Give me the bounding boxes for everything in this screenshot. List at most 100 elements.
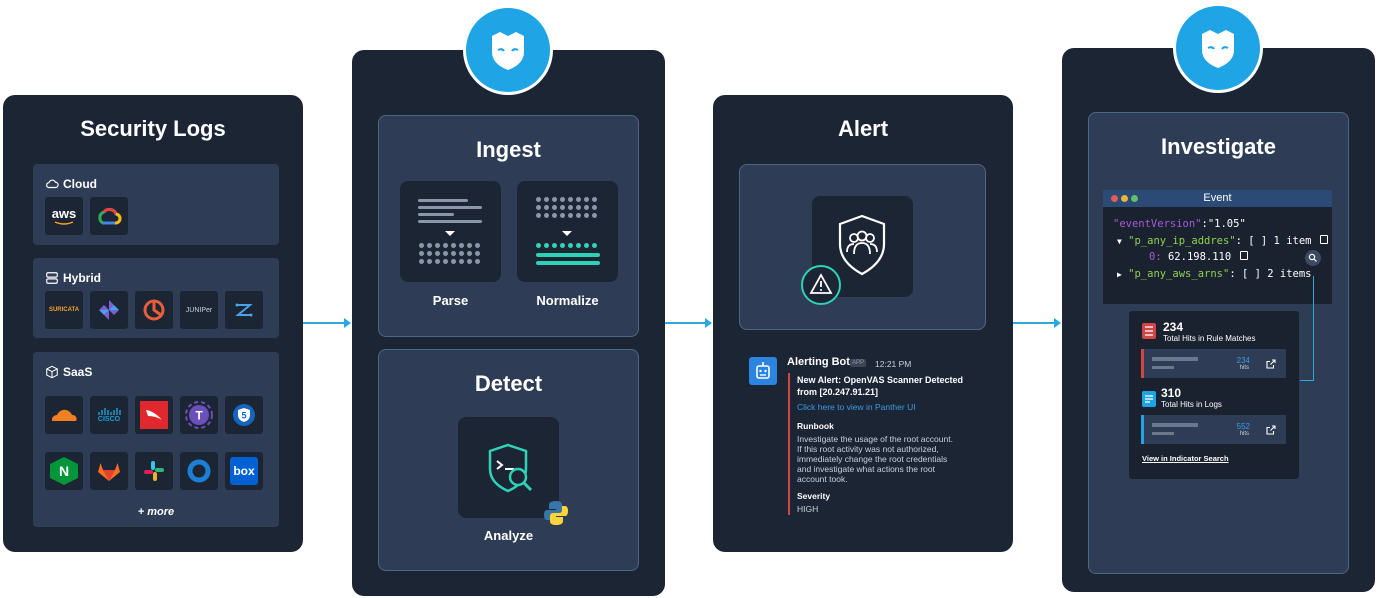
flow-arrow-alert-to-investigate bbox=[1013, 318, 1061, 328]
view-in-panther-link[interactable]: Click here to view in Panther UI bbox=[797, 402, 916, 412]
shield-5-logo: 5 bbox=[225, 396, 263, 434]
slack-logo bbox=[135, 452, 173, 490]
ingest-card: Ingest Parse bbox=[378, 115, 639, 337]
flow-arrow-logs-to-ingest bbox=[303, 318, 351, 328]
collapse-caret-icon[interactable]: ▶ bbox=[1117, 270, 1122, 279]
cisco-logo: CISCO bbox=[90, 396, 128, 434]
investigate-title: Investigate bbox=[1161, 134, 1276, 159]
parse-illustration bbox=[400, 181, 501, 282]
rule-hits-number: 234 bbox=[1236, 356, 1250, 365]
normalize-dot-grid bbox=[536, 197, 597, 218]
hybrid-group-label: Hybrid bbox=[63, 271, 102, 285]
pinwheel-logo bbox=[90, 291, 128, 329]
external-link-icon[interactable] bbox=[1266, 425, 1276, 435]
detect-title: Detect bbox=[474, 371, 543, 396]
maximize-dot bbox=[1131, 195, 1138, 202]
nginx-logo-text: N bbox=[58, 463, 70, 479]
aws-logo-text: aws bbox=[51, 206, 77, 221]
shield-logo bbox=[135, 291, 173, 329]
juniper-logo: JUNIPer bbox=[180, 291, 218, 329]
security-logs-panel: Security Logs Cloud aws Hybrid SURICATA … bbox=[3, 95, 303, 552]
close-dot bbox=[1111, 195, 1118, 202]
log-hits-count: 310 bbox=[1161, 386, 1182, 400]
python-logo bbox=[544, 501, 568, 525]
more-sources-label: + more bbox=[137, 506, 175, 518]
runbook-line-5: account took. bbox=[797, 474, 848, 484]
svg-text:5: 5 bbox=[241, 411, 246, 421]
cloudflare-logo bbox=[45, 396, 83, 434]
detect-card: Detect Analyze bbox=[378, 349, 639, 571]
rule-hits-count: 234 bbox=[1163, 320, 1184, 334]
alert-title: Alert bbox=[837, 116, 889, 141]
app-badge: APP bbox=[850, 359, 867, 367]
security-logs-title: Security Logs bbox=[80, 116, 226, 141]
search-connector-h bbox=[1300, 380, 1314, 381]
event-window: Event "eventVersion":"1.05" ▼ "p_any_ip_… bbox=[1103, 190, 1332, 304]
runbook-line-3: immediately change the root credentials bbox=[797, 454, 948, 464]
minimize-dot bbox=[1121, 195, 1128, 202]
robot-icon bbox=[756, 362, 770, 379]
rule-list-icon bbox=[1142, 323, 1156, 339]
log-doc-icon bbox=[1142, 391, 1156, 407]
severity-value: HIGH bbox=[797, 504, 819, 514]
alert-color-stripe bbox=[788, 373, 790, 515]
log-hits-word: hits bbox=[1239, 431, 1249, 437]
hybrid-group: Hybrid SURICATA JUNIPer bbox=[33, 258, 279, 338]
log-hits-row[interactable]: 552 hits bbox=[1141, 415, 1286, 444]
rule-hits-row[interactable]: 234 hits bbox=[1141, 349, 1286, 378]
event-window-title: Event bbox=[1203, 192, 1232, 204]
saas-group-label: SaaS bbox=[63, 365, 93, 379]
json-key-eventversion: "eventVersion" bbox=[1113, 218, 1202, 230]
indicator-search-icon[interactable] bbox=[1305, 250, 1321, 266]
ingest-title: Ingest bbox=[476, 137, 541, 162]
alert-title-line1: New Alert: OpenVAS Scanner Detected bbox=[797, 375, 964, 385]
panther-head-icon bbox=[1202, 30, 1234, 68]
teleport-logo: T bbox=[180, 396, 218, 434]
message-time: 12:21 PM bbox=[875, 359, 912, 369]
log-hits-number: 552 bbox=[1236, 422, 1250, 431]
zscaler-logo bbox=[225, 291, 263, 329]
cloud-icon bbox=[46, 179, 59, 189]
group-shield-icon bbox=[838, 214, 886, 276]
flow-arrow-detect-to-alert bbox=[665, 318, 712, 328]
bot-avatar bbox=[749, 357, 777, 385]
rule-hits-word: hits bbox=[1239, 365, 1249, 371]
alert-panel: Alert Alerting Bot APP 12:21 PM New Aler… bbox=[713, 95, 1013, 552]
copy-icon[interactable] bbox=[1319, 235, 1328, 244]
panther-logo-investigate bbox=[1173, 3, 1263, 93]
shield-terminal-icon bbox=[488, 443, 533, 493]
log-hits-label: Total Hits in Logs bbox=[1161, 400, 1222, 409]
indicator-results: 234 Total Hits in Rule Matches 234 hits … bbox=[1129, 311, 1299, 479]
parse-dot-grid bbox=[419, 243, 480, 264]
alert-illustration-card bbox=[739, 164, 986, 330]
nginx-logo: N bbox=[45, 452, 83, 490]
json-key-ip: "p_any_ip_addres" bbox=[1128, 235, 1236, 247]
suricata-logo-text: SURICATA bbox=[48, 307, 80, 313]
panther-logo-ingest bbox=[463, 5, 553, 95]
expand-caret-icon[interactable]: ▼ bbox=[1117, 237, 1122, 246]
svg-text:T: T bbox=[195, 409, 203, 423]
ingest-detect-panel: Ingest Parse bbox=[352, 50, 665, 596]
slack-alert-message: Alerting Bot APP 12:21 PM New Alert: Ope… bbox=[738, 345, 986, 525]
cloud-group: Cloud aws bbox=[33, 164, 279, 245]
rule-hits-label: Total Hits in Rule Matches bbox=[1163, 334, 1256, 343]
view-in-indicator-search-link[interactable]: View in Indicator Search bbox=[1142, 454, 1229, 463]
search-connector bbox=[1313, 276, 1314, 380]
runbook-label: Runbook bbox=[797, 421, 834, 431]
aws-logo: aws bbox=[45, 197, 83, 235]
server-icon bbox=[46, 272, 58, 284]
parse-label: Parse bbox=[432, 293, 469, 308]
google-cloud-logo bbox=[90, 197, 128, 235]
runbook-line-4: and investigate what actions the root bbox=[797, 464, 935, 474]
saas-group: SaaS CISCO T 5 N bbox=[33, 352, 279, 527]
external-link-icon[interactable] bbox=[1266, 359, 1276, 369]
juniper-logo-text: JUNIPer bbox=[185, 306, 213, 314]
alert-title-line2: from [20.247.91.21] bbox=[797, 387, 879, 397]
json-key-arns: "p_any_aws_arns" bbox=[1128, 268, 1230, 280]
box-logo: box bbox=[225, 452, 263, 490]
crowdstrike-logo bbox=[135, 396, 173, 434]
runbook-line-1: Investigate the usage of the root accoun… bbox=[797, 434, 953, 444]
runbook-line-2: If this root activity was not authorized… bbox=[797, 444, 939, 454]
copy-icon[interactable] bbox=[1239, 251, 1248, 260]
suricata-logo: SURICATA bbox=[45, 291, 83, 329]
